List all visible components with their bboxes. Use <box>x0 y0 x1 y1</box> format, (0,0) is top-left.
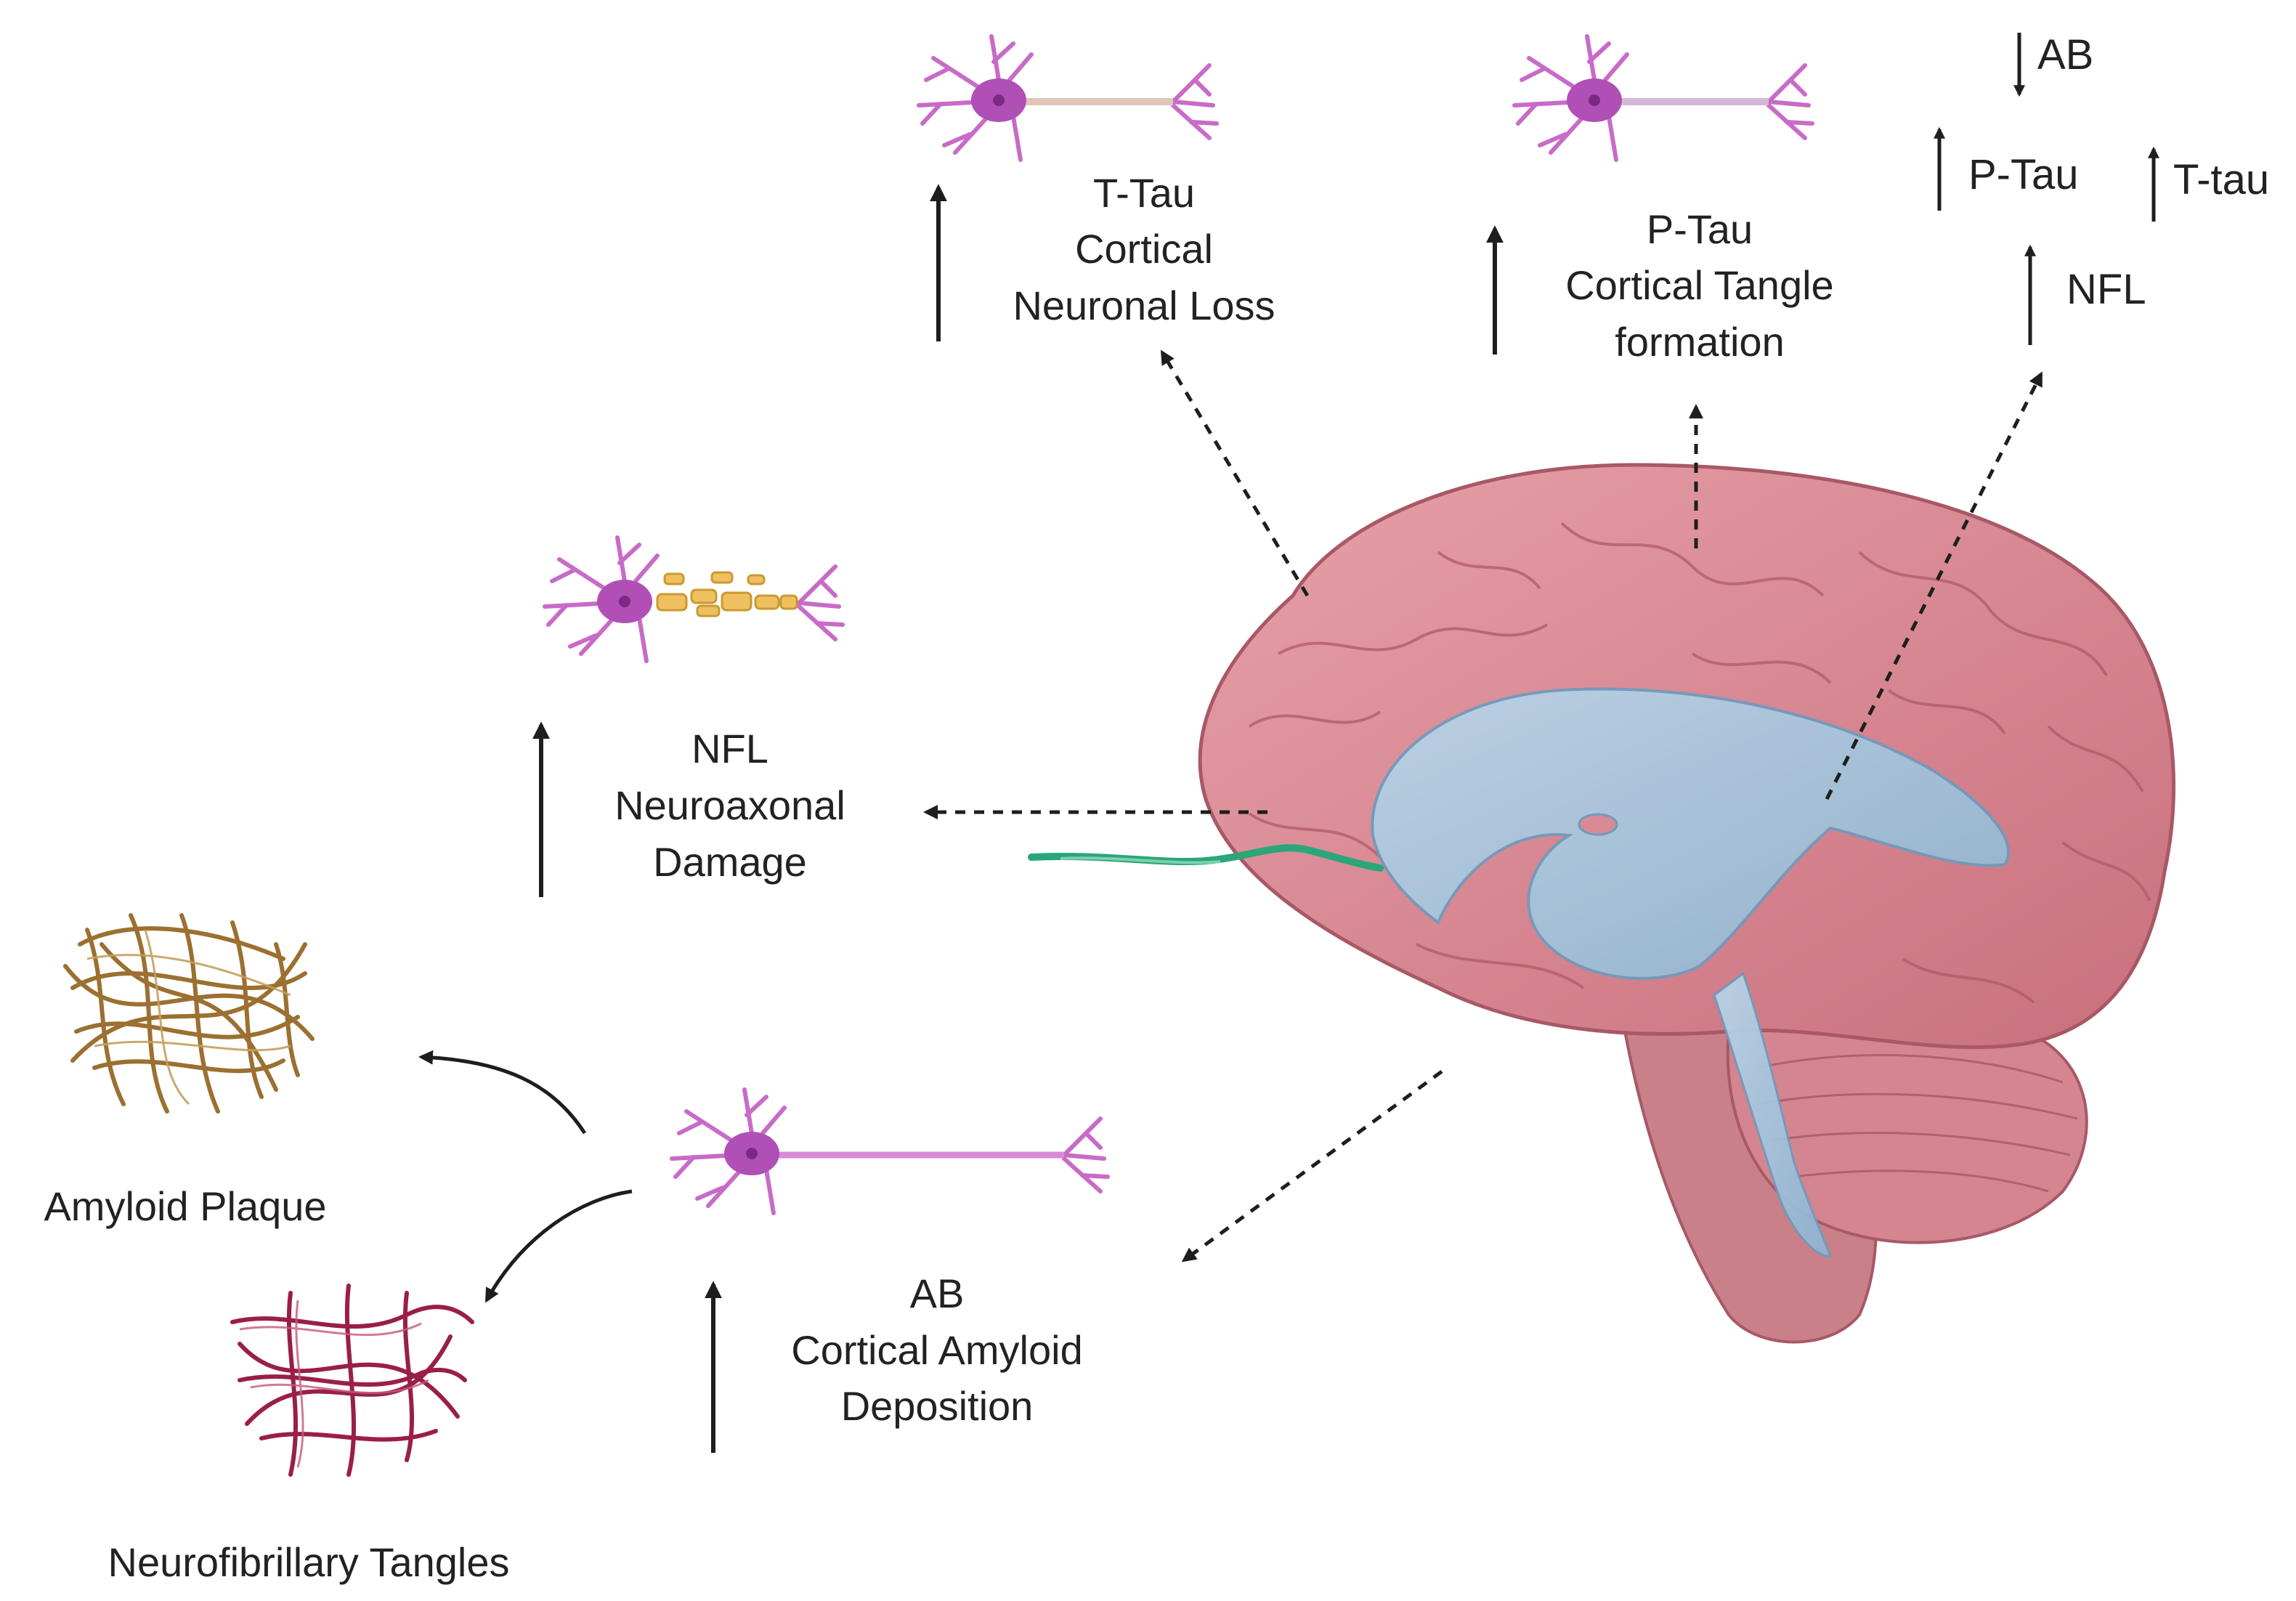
curved-arrows <box>418 1050 633 1303</box>
amyloid-plaque-illustration <box>63 913 315 1114</box>
label-ttau: T-Tau Cortical Neuronal Loss <box>1013 170 1275 328</box>
brain-gyri <box>1248 522 2151 1004</box>
increase-arrows <box>532 184 1504 1453</box>
label-neurofibrillary-tangles: Neurofibrillary Tangles <box>108 1539 510 1585</box>
label-ptau-marker: P-Tau <box>1647 206 1753 252</box>
summary-ptau: P-Tau <box>1968 151 2079 198</box>
label-ptau-line3: formation <box>1615 319 1784 365</box>
dashed-arrow-ab <box>1181 1069 1443 1262</box>
label-nfl-line2: Neuroaxonal <box>614 782 845 828</box>
label-ttau-line2: Cortical <box>1075 226 1213 272</box>
label-ptau: P-Tau Cortical Tangle formation <box>1565 206 1833 365</box>
label-ab-line2: Cortical Amyloid <box>791 1327 1082 1373</box>
curved-arrow-to-plaque <box>418 1050 587 1135</box>
damaged-axon-fragments <box>656 571 798 617</box>
cerebellum-folia <box>1757 1054 2078 1193</box>
summary-ab: AB <box>2037 31 2093 78</box>
summary-arrows <box>1933 33 2160 345</box>
summary-ttau: T-tau <box>2173 156 2269 203</box>
label-ab: AB Cortical Amyloid Deposition <box>791 1270 1082 1429</box>
lateral-ventricles <box>1371 687 2010 980</box>
neuron-nfl <box>543 535 845 663</box>
neuron-ab <box>670 1087 1110 1215</box>
dashed-arrow-summary <box>1825 371 2043 800</box>
dashed-arrow-ttau <box>1160 349 1310 597</box>
label-ttau-marker: T-Tau <box>1093 170 1195 216</box>
fourth-ventricle-stem <box>1713 971 1833 1258</box>
label-ttau-line3: Neuronal Loss <box>1013 283 1275 328</box>
label-amyloid-plaque: Amyloid Plaque <box>44 1183 326 1229</box>
neurofibrillary-tangles-illustration <box>230 1284 474 1477</box>
third-ventricle-hole <box>1578 813 1618 836</box>
label-nfl: NFL Neuroaxonal Damage <box>614 726 845 885</box>
label-ab-marker: AB <box>910 1270 965 1316</box>
neuron-ttau <box>917 34 1219 162</box>
label-nfl-line3: Damage <box>653 839 807 885</box>
brain-illustration <box>1028 463 2176 1344</box>
dashed-arrows <box>923 349 2043 1262</box>
summary-nfl: NFL <box>2066 266 2146 313</box>
label-ab-line3: Deposition <box>841 1383 1034 1429</box>
label-ptau-line2: Cortical Tangle <box>1565 262 1833 308</box>
label-nfl-marker: NFL <box>691 726 768 771</box>
neuron-ptau <box>1512 34 1814 162</box>
summary-panel: AB P-Tau T-tau NFL <box>1968 31 2269 313</box>
curved-arrow-to-tangles <box>484 1189 633 1303</box>
